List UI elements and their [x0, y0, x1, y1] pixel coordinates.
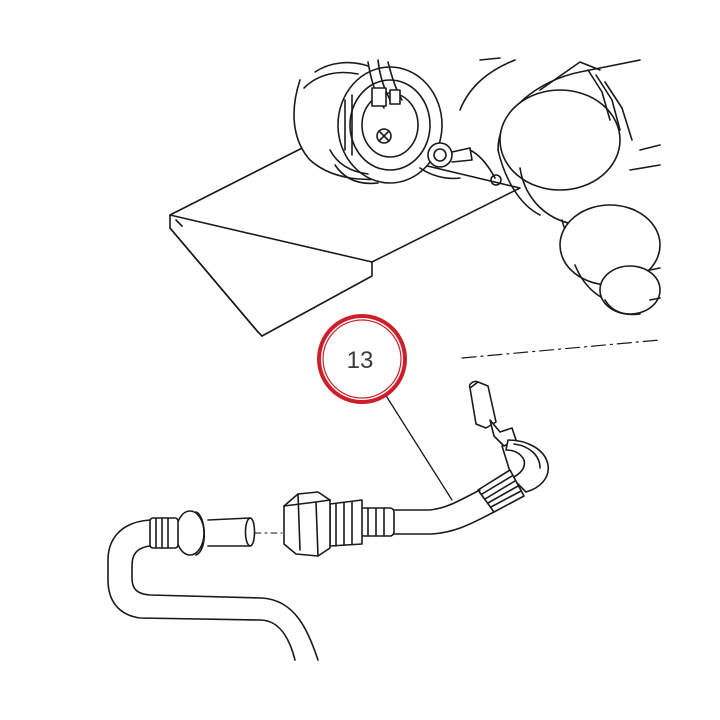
center-line [461, 339, 661, 359]
ribbed-coupling-right [477, 469, 525, 513]
quick-connector [283, 491, 363, 557]
rigid-fuel-pipe [107, 510, 319, 661]
hose-body [391, 489, 495, 535]
spigot-fitting [468, 380, 517, 447]
callout-ring [317, 314, 407, 404]
fuel-hose-assembly [254, 380, 550, 557]
callout-number: 13 [347, 347, 374, 374]
pump-housing [293, 59, 502, 186]
callout-13: 13 [317, 314, 453, 501]
callout-leader-line [377, 382, 453, 501]
mounting-plate [169, 139, 521, 337]
canister-body [459, 57, 661, 316]
upper-assembly [169, 57, 661, 337]
callout-ring-inner [322, 319, 402, 399]
ribbed-coupling-left [359, 507, 395, 537]
